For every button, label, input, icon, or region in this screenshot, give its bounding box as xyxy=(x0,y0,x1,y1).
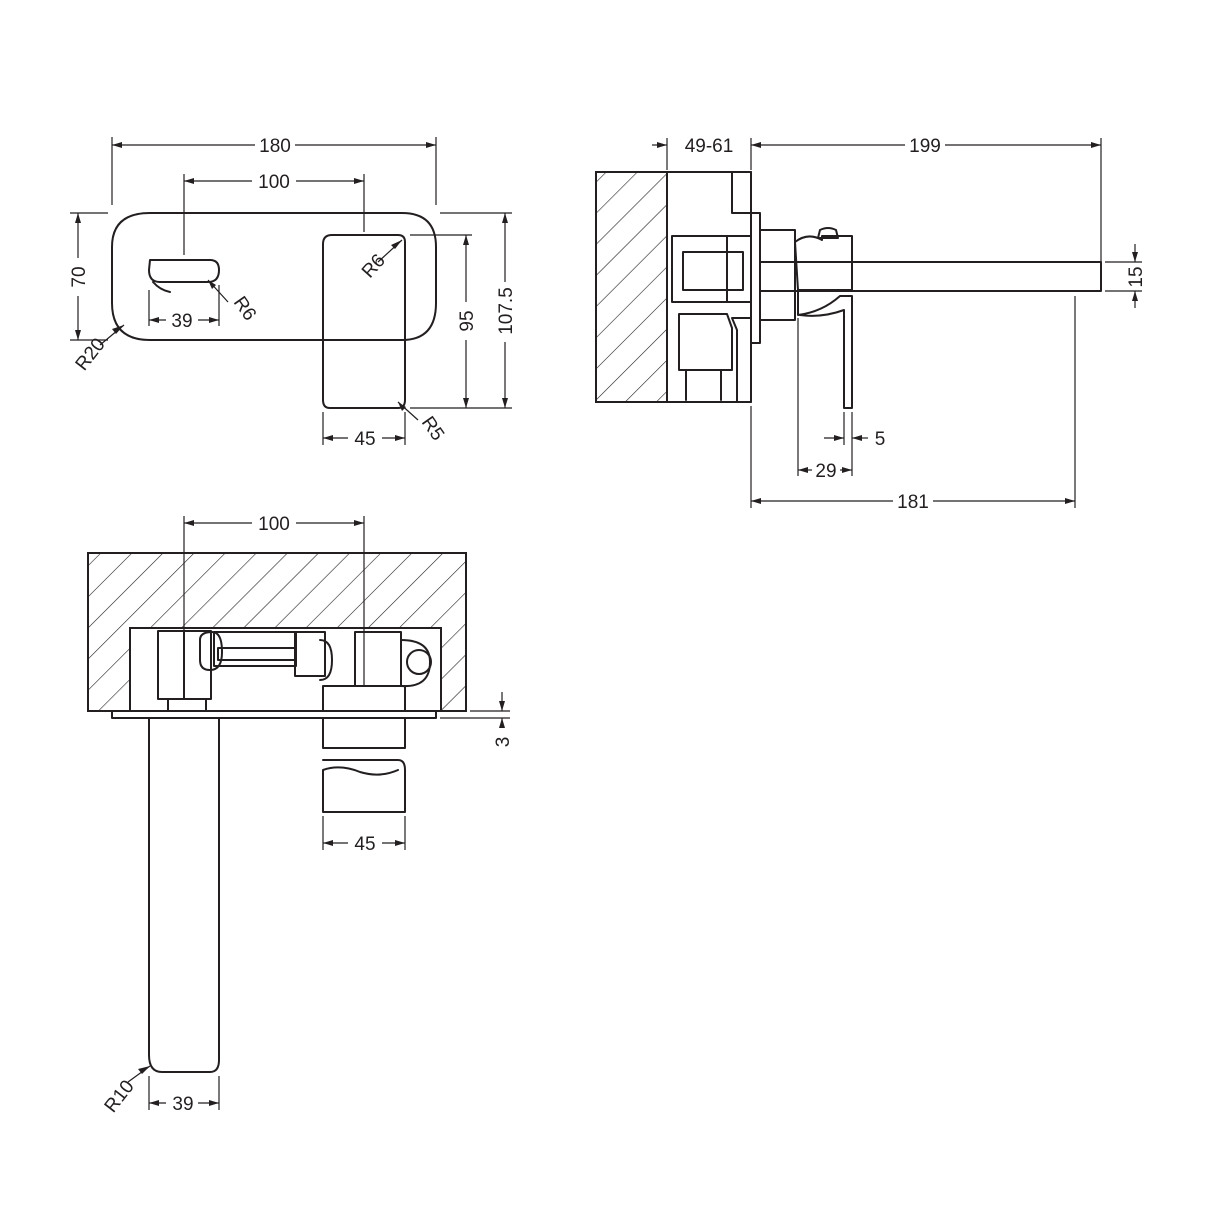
dim-45-front: 45 xyxy=(354,429,375,450)
side-spout xyxy=(759,261,1102,292)
dim-100-front: 100 xyxy=(258,172,290,193)
side-lever xyxy=(794,227,853,409)
side-view: 49-61 199 15 5 xyxy=(595,136,1147,513)
dim-5: 5 xyxy=(875,429,886,450)
front-lever-handle xyxy=(322,234,406,409)
dim-199: 199 xyxy=(909,136,941,157)
front-view: 180 100 70 R20 xyxy=(69,136,517,450)
plan-view: 100 3 45 R10 xyxy=(87,514,514,1117)
dim-15: 15 xyxy=(1126,266,1147,287)
dim-95: 95 xyxy=(457,310,478,331)
dim-39-plan: 39 xyxy=(172,1094,193,1115)
front-dimensions: 180 100 70 R20 xyxy=(69,136,517,450)
front-spout-outlet xyxy=(148,259,220,283)
dim-r10: R10 xyxy=(101,1076,139,1116)
plan-lever-handle xyxy=(322,717,406,813)
dim-39-front: 39 xyxy=(171,311,192,332)
dim-107-5: 107.5 xyxy=(496,287,517,335)
front-back-plate xyxy=(111,212,437,341)
plan-spout xyxy=(148,717,220,1073)
dim-49-61: 49-61 xyxy=(685,136,734,157)
dim-100-plan: 100 xyxy=(258,514,290,535)
dim-r5: R5 xyxy=(417,413,448,445)
plan-valve-body xyxy=(157,630,432,712)
side-valve-body xyxy=(671,212,796,401)
plan-back-plate xyxy=(111,710,437,719)
side-dimensions: 49-61 199 15 5 xyxy=(652,136,1147,513)
dim-181: 181 xyxy=(897,492,929,513)
dim-3: 3 xyxy=(493,737,514,748)
dim-70: 70 xyxy=(69,266,90,287)
side-wall-section xyxy=(595,171,668,403)
dim-45-plan: 45 xyxy=(354,834,375,855)
dim-r6-spout: R6 xyxy=(229,293,260,325)
dim-180: 180 xyxy=(259,136,291,157)
dim-29: 29 xyxy=(815,461,836,482)
